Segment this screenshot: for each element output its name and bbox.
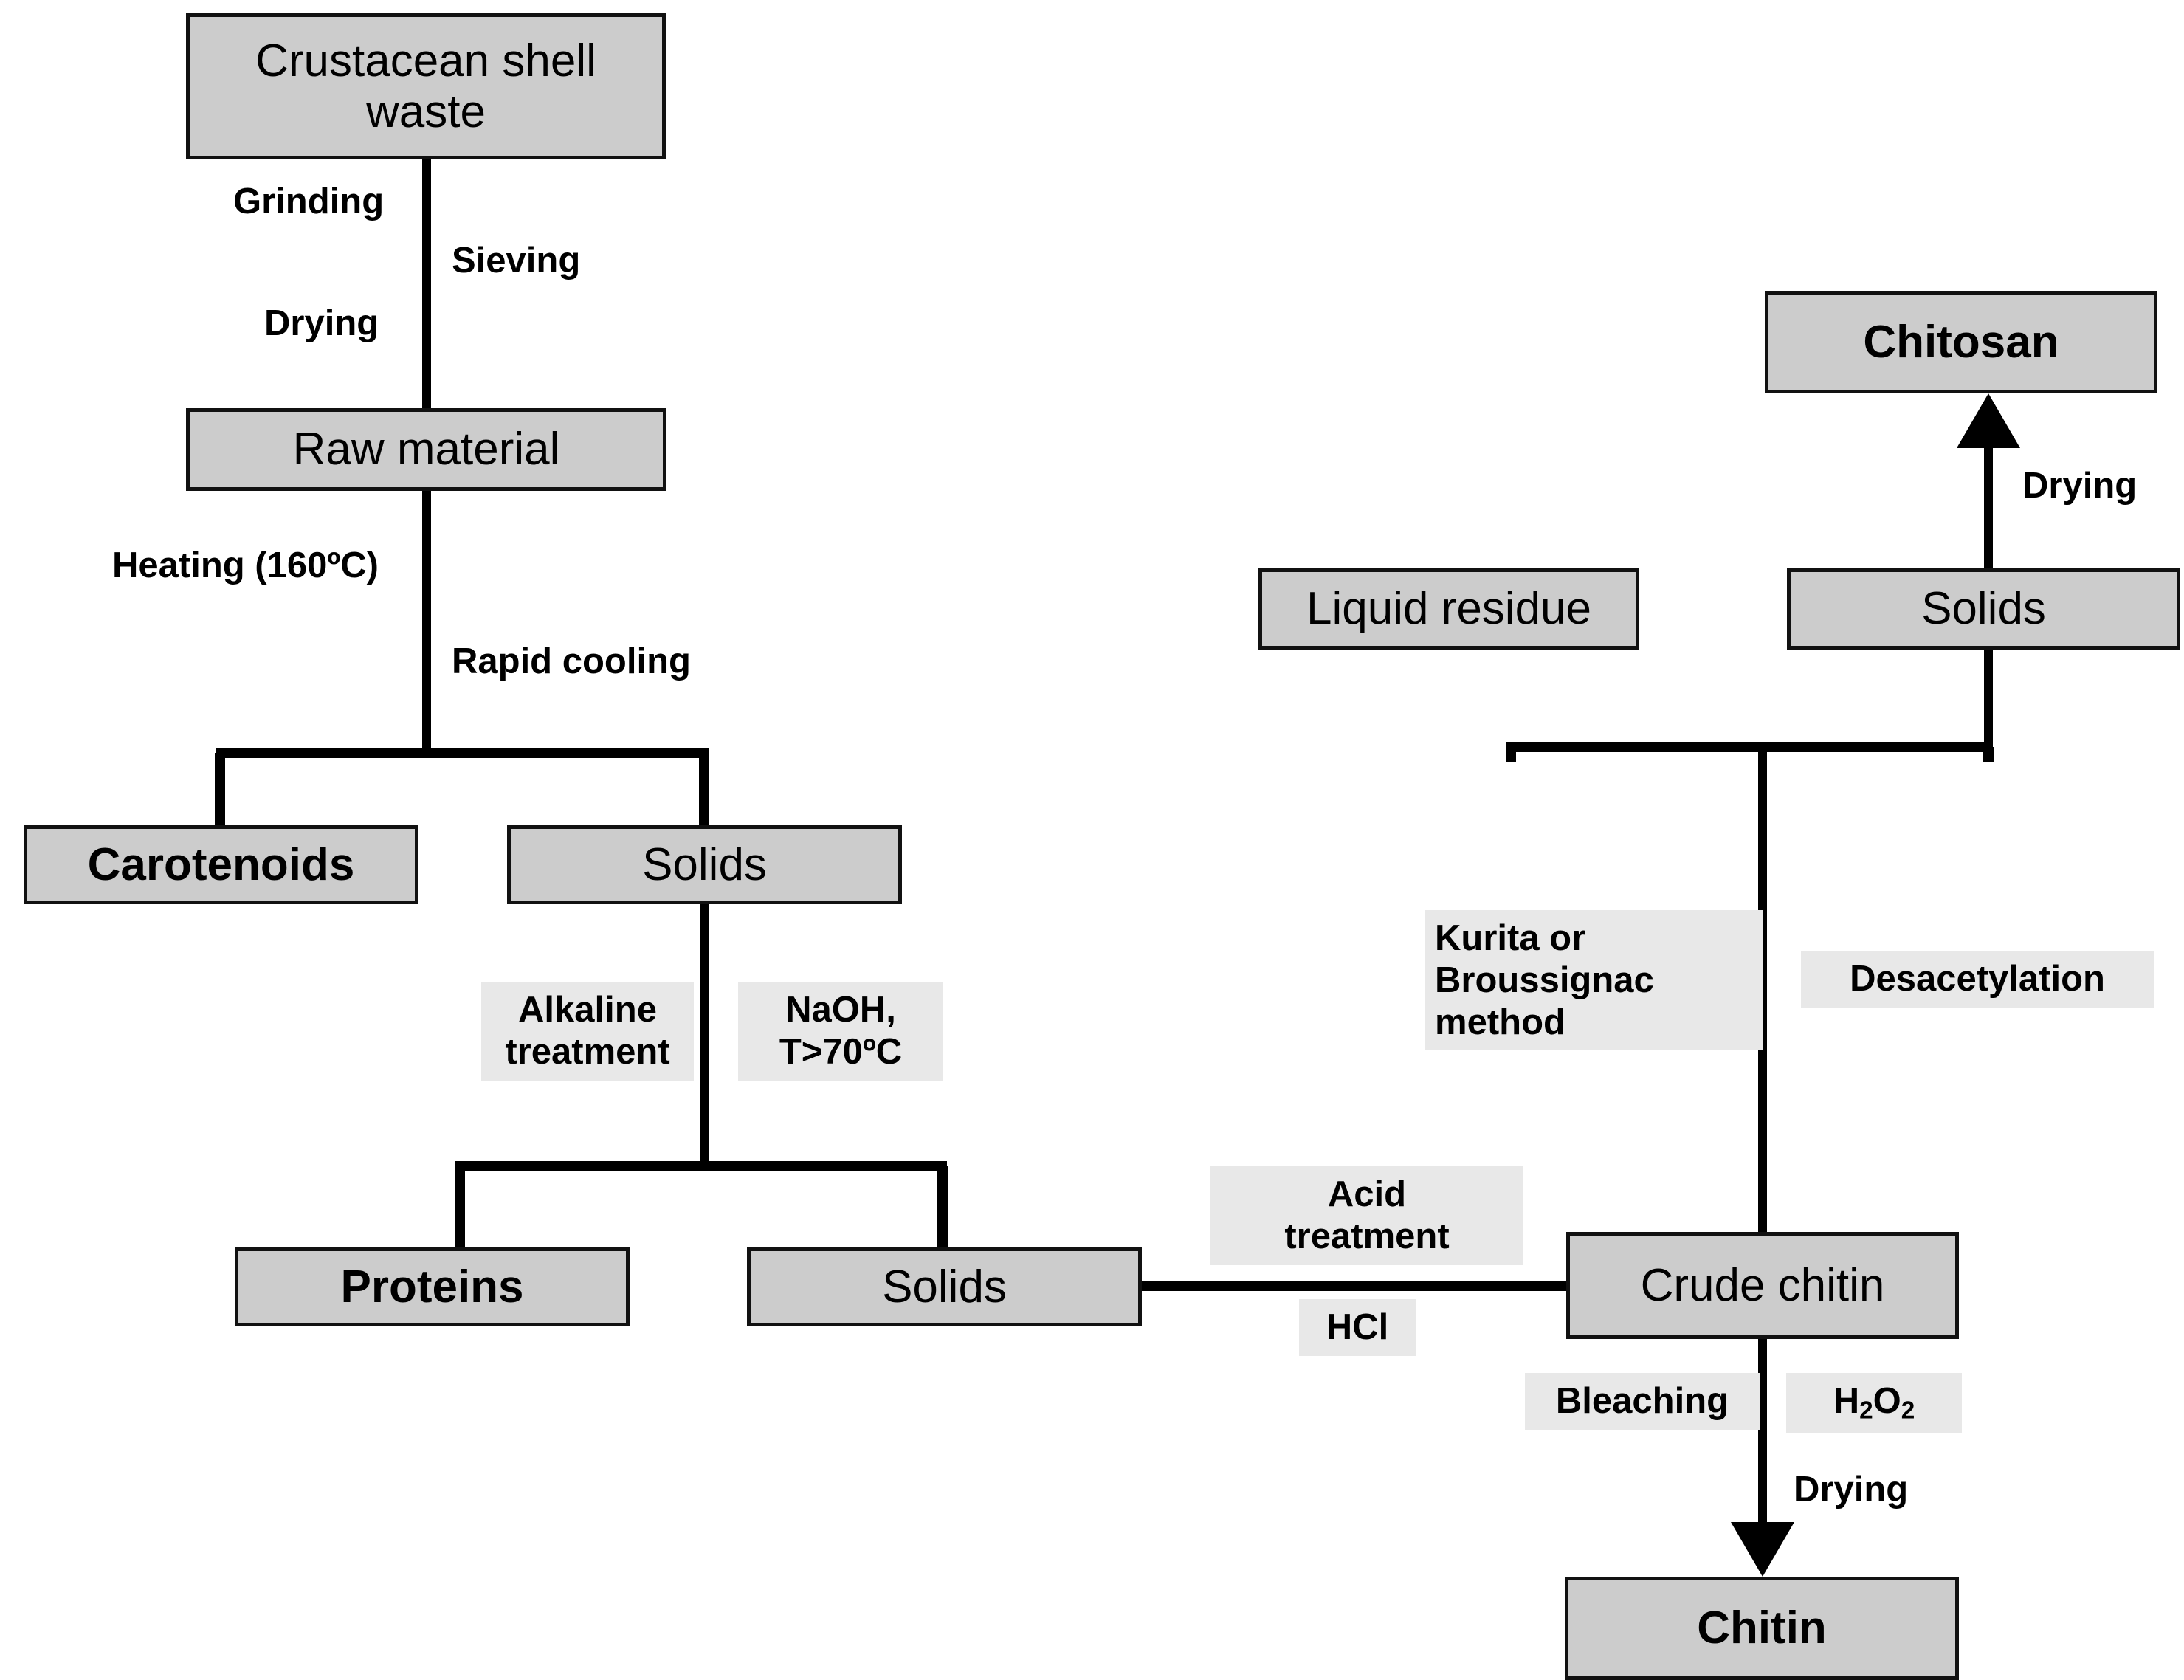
node-label: Solids xyxy=(642,839,767,890)
node-crustacean-shell-waste[interactable]: Crustacean shell waste xyxy=(186,13,666,159)
node-liquid-residue[interactable]: Liquid residue xyxy=(1258,568,1639,650)
node-label: Solids xyxy=(1921,583,2046,635)
annotation-naoh: NaOH, T>70ºC xyxy=(738,982,943,1081)
node-label: Crude chitin xyxy=(1640,1259,1885,1311)
node-solids-1[interactable]: Solids xyxy=(507,825,902,904)
annotation-h2o2: H2O2 xyxy=(1786,1373,1962,1433)
node-label: Carotenoids xyxy=(87,839,355,890)
annotation-kurita-broussignac: Kurita or Broussignac method xyxy=(1425,910,1763,1051)
node-crude-chitin[interactable]: Crude chitin xyxy=(1566,1232,1959,1339)
node-label: Chitin xyxy=(1697,1602,1827,1654)
node-label: Chitosan xyxy=(1863,316,2059,368)
annotation-bleaching: Bleaching xyxy=(1525,1373,1760,1430)
annotation-acid-treatment: Acid treatment xyxy=(1210,1166,1523,1265)
node-proteins[interactable]: Proteins xyxy=(235,1247,630,1326)
node-label: Proteins xyxy=(340,1261,524,1312)
node-chitin[interactable]: Chitin xyxy=(1565,1577,1959,1680)
annotation-grinding: Grinding xyxy=(233,182,385,221)
node-label: Liquid residue xyxy=(1306,583,1592,635)
annotation-heating: Heating (160ºC) xyxy=(112,545,379,585)
annotation-sieving: Sieving xyxy=(452,241,581,280)
annotation-drying-chitosan: Drying xyxy=(2022,466,2138,506)
annotation-desacetylation: Desacetylation xyxy=(1801,951,2154,1008)
node-solids-3[interactable]: Solids xyxy=(1787,568,2180,650)
node-label: Solids xyxy=(882,1261,1007,1312)
node-label: Crustacean shell waste xyxy=(255,35,596,137)
node-label: Raw material xyxy=(292,424,560,475)
node-raw-material[interactable]: Raw material xyxy=(186,408,666,491)
node-solids-2[interactable]: Solids xyxy=(747,1247,1142,1326)
annotation-alkaline-treatment: Alkaline treatment xyxy=(481,982,694,1081)
node-chitosan[interactable]: Chitosan xyxy=(1765,291,2157,393)
annotation-drying-top: Drying xyxy=(264,303,379,343)
annotation-rapid-cooling: Rapid cooling xyxy=(452,641,691,681)
annotation-drying-chitin: Drying xyxy=(1794,1470,1909,1509)
node-carotenoids[interactable]: Carotenoids xyxy=(24,825,418,904)
annotation-hcl: HCl xyxy=(1299,1299,1416,1356)
